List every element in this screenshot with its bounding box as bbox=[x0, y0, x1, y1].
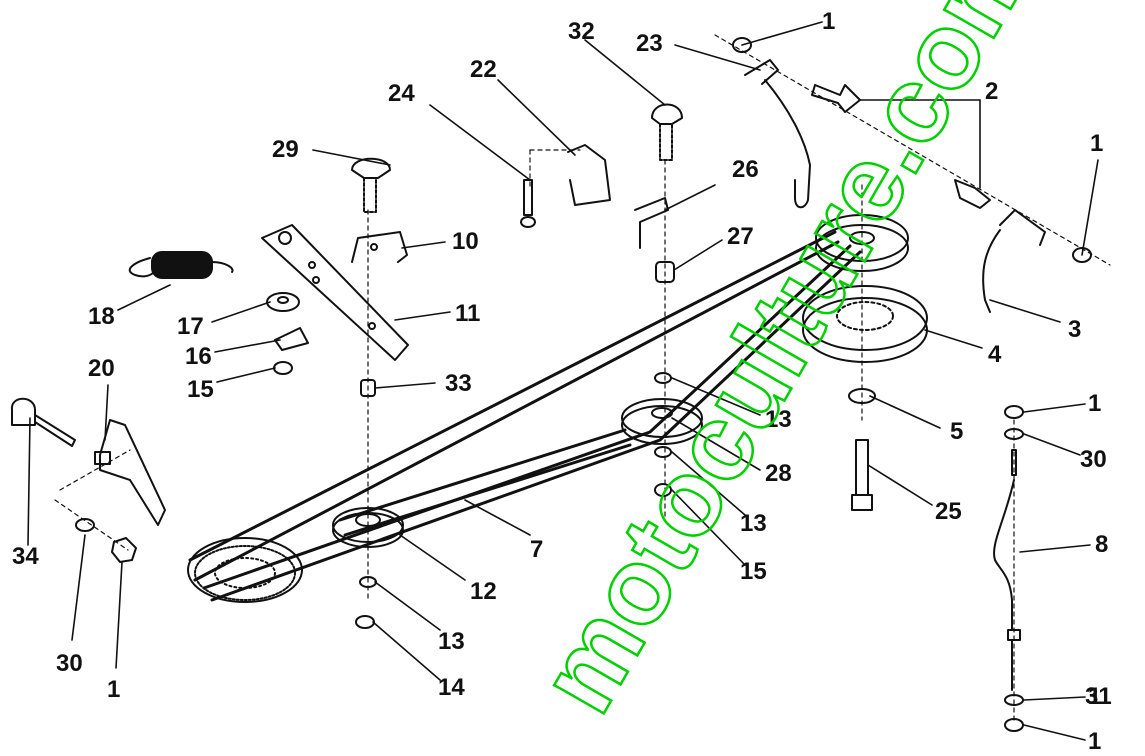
callout-label: 33 bbox=[445, 370, 472, 397]
bolt-29 bbox=[351, 157, 391, 213]
callout-label: 26 bbox=[732, 156, 759, 183]
callout-label: 30 bbox=[1080, 446, 1107, 473]
leader-lines bbox=[27, 21, 1099, 741]
drive-belt bbox=[188, 230, 862, 602]
callout-label: 32 bbox=[568, 18, 595, 45]
nut-1-top bbox=[732, 37, 752, 53]
callout-label: 15 bbox=[187, 376, 214, 403]
bolt-34 bbox=[10, 397, 76, 447]
double-pulley bbox=[802, 214, 928, 363]
spring bbox=[128, 251, 234, 279]
callout-label: 2 bbox=[985, 78, 999, 105]
washer-30-left bbox=[75, 518, 95, 532]
idler-pulley-12 bbox=[332, 507, 404, 548]
callout-label: 13 bbox=[765, 406, 792, 433]
rod-3 bbox=[982, 209, 1046, 313]
callout-label: 12 bbox=[470, 578, 497, 605]
callout-label: 28 bbox=[765, 460, 792, 487]
clip-16 bbox=[274, 327, 309, 351]
callout-label: 17 bbox=[177, 313, 204, 340]
lever-20 bbox=[94, 419, 166, 526]
callout-label: 22 bbox=[470, 56, 497, 83]
callout-label: 25 bbox=[935, 498, 962, 525]
callout-label: 15 bbox=[740, 558, 767, 585]
nut-15-center bbox=[654, 483, 672, 497]
callout-label: 24 bbox=[388, 80, 415, 107]
idler-pulley-28 bbox=[621, 398, 703, 445]
callout-label: 5 bbox=[950, 418, 964, 445]
drive-pulley bbox=[187, 537, 303, 603]
callout-label: 1 bbox=[1088, 390, 1102, 417]
callout-label: 7 bbox=[530, 536, 544, 563]
callout-label: 10 bbox=[452, 228, 479, 255]
nut-1-left bbox=[111, 537, 137, 563]
callout-label: 27 bbox=[727, 223, 754, 250]
rod-23 bbox=[744, 59, 811, 209]
washer-13-upper bbox=[654, 372, 672, 384]
callout-label: 30 bbox=[56, 650, 83, 677]
bolt-24 bbox=[520, 179, 536, 228]
idler-arm bbox=[261, 224, 409, 361]
nut-14 bbox=[355, 615, 375, 629]
nut-15-left bbox=[273, 361, 293, 375]
callout-label: 29 bbox=[272, 136, 299, 163]
callout-label: 13 bbox=[438, 628, 465, 655]
callout-label: 14 bbox=[438, 674, 465, 701]
callout-label: 1 bbox=[1088, 728, 1102, 755]
callout-label: 23 bbox=[636, 30, 663, 57]
bolt-32 bbox=[651, 103, 683, 161]
washer-13-mid bbox=[654, 446, 672, 458]
washer-5 bbox=[848, 388, 876, 404]
callout-label: 34 bbox=[12, 543, 39, 570]
callout-label: 31 bbox=[1085, 683, 1112, 710]
bolt-25 bbox=[851, 439, 873, 511]
callout-label: 11 bbox=[455, 300, 481, 327]
callout-label: 1 bbox=[107, 676, 121, 703]
bracket-22 bbox=[567, 144, 611, 206]
callout-label: 13 bbox=[740, 510, 767, 537]
bracket-26 bbox=[634, 197, 669, 249]
bolt-2-right bbox=[954, 179, 991, 209]
callout-label: 4 bbox=[988, 341, 1002, 368]
callout-label: 1 bbox=[822, 8, 836, 35]
nut-1-right bbox=[1072, 247, 1092, 263]
bracket-10 bbox=[351, 231, 408, 263]
callout-label: 3 bbox=[1068, 316, 1082, 343]
callout-label: 8 bbox=[1095, 531, 1109, 558]
spacer-27 bbox=[655, 261, 675, 283]
callout-label: 16 bbox=[185, 343, 212, 370]
rod-8 bbox=[993, 405, 1024, 732]
callout-label: 18 bbox=[88, 303, 115, 330]
washer-17 bbox=[266, 292, 300, 312]
bolt-2 bbox=[811, 84, 861, 113]
callout-label: 1 bbox=[1090, 130, 1104, 157]
callout-label: 1 bbox=[1088, 683, 1102, 710]
callout-label: 20 bbox=[88, 355, 115, 382]
